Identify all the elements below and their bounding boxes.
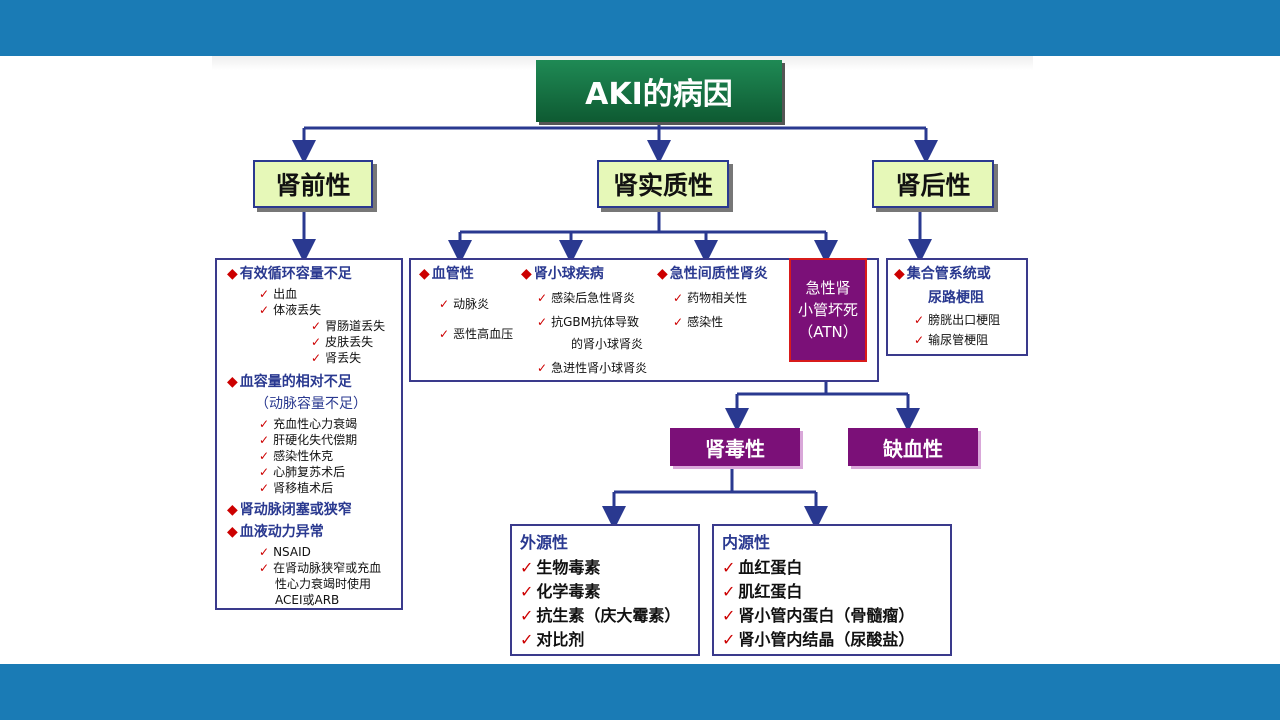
ischemic-box: 缺血性 xyxy=(848,428,978,466)
postrenal-heading-2: 尿路梗阻 xyxy=(928,290,984,306)
prerenal-heading-2: ◆血容量的相对不足 xyxy=(227,374,352,390)
top-band xyxy=(0,0,1280,56)
nephrotoxic-box: 肾毒性 xyxy=(670,428,800,466)
diamond-bullet-icon: ◆ xyxy=(894,266,905,282)
endogenous-panel: 内源性 ✓血红蛋白 ✓肌红蛋白 ✓肾小管内蛋白（骨髓瘤） ✓肾小管内结晶（尿酸盐… xyxy=(712,524,952,656)
atn-line: （ATN） xyxy=(798,323,858,341)
glomerular-item-cont: 的肾小球肾炎 xyxy=(571,337,644,351)
postrenal-item: ✓膀胱出口梗阻 xyxy=(914,313,1001,327)
check-icon: ✓ xyxy=(259,287,270,301)
prerenal-subitem: ✓胃肠道丢失 xyxy=(311,319,386,333)
glomerular-heading: ◆肾小球疾病 xyxy=(521,266,604,282)
check-icon: ✓ xyxy=(259,561,270,575)
check-icon: ✓ xyxy=(311,335,322,349)
check-icon: ✓ xyxy=(520,582,534,601)
exogenous-panel: 外源性 ✓生物毒素 ✓化学毒素 ✓抗生素（庆大霉素） ✓对比剂 xyxy=(510,524,700,656)
prerenal-item: ✓体液丢失 xyxy=(259,303,322,317)
diamond-bullet-icon: ◆ xyxy=(227,374,238,390)
bottom-band xyxy=(0,664,1280,720)
prerenal-subitem: ✓皮肤丢失 xyxy=(311,335,374,349)
check-icon: ✓ xyxy=(914,333,925,347)
vascular-heading: ◆血管性 xyxy=(419,266,474,282)
diamond-bullet-icon: ◆ xyxy=(227,502,238,518)
check-icon: ✓ xyxy=(259,303,270,317)
check-icon: ✓ xyxy=(722,582,736,601)
diamond-bullet-icon: ◆ xyxy=(419,266,430,282)
exogenous-item: ✓生物毒素 xyxy=(520,558,601,577)
prerenal-item: ✓肾移植术后 xyxy=(259,481,334,495)
interstitial-item: ✓感染性 xyxy=(673,315,724,329)
glomerular-item: ✓抗GBM抗体导致 xyxy=(537,315,639,329)
check-icon: ✓ xyxy=(259,449,270,463)
prerenal-item-cont: ACEI或ARB xyxy=(275,593,340,607)
prerenal-item: ✓在肾动脉狭窄或充血 xyxy=(259,561,382,575)
check-icon: ✓ xyxy=(520,606,534,625)
prerenal-item: ✓充血性心力衰竭 xyxy=(259,417,358,431)
prerenal-item: ✓心肺复苏术后 xyxy=(259,465,346,479)
prerenal-item: ✓出血 xyxy=(259,287,298,301)
postrenal-heading: ◆集合管系统或 xyxy=(894,266,991,282)
diamond-bullet-icon: ◆ xyxy=(227,524,238,540)
check-icon: ✓ xyxy=(722,630,736,649)
check-icon: ✓ xyxy=(673,291,684,305)
endogenous-item: ✓血红蛋白 xyxy=(722,558,803,577)
check-icon: ✓ xyxy=(722,606,736,625)
category-prerenal: 肾前性 xyxy=(253,160,373,208)
endogenous-item: ✓肾小管内蛋白（骨髓瘤） xyxy=(722,606,915,625)
check-icon: ✓ xyxy=(520,630,534,649)
prerenal-panel: ◆有效循环容量不足 ✓出血 ✓体液丢失 ✓胃肠道丢失 ✓皮肤丢失 ✓肾丢失 ◆血… xyxy=(215,258,403,610)
check-icon: ✓ xyxy=(311,319,322,333)
category-postrenal: 肾后性 xyxy=(872,160,994,208)
atn-line: 小管坏死 xyxy=(797,301,858,319)
interstitial-heading: ◆急性间质性肾炎 xyxy=(657,266,768,282)
prerenal-heading-1: ◆有效循环容量不足 xyxy=(227,266,352,282)
interstitial-item: ✓药物相关性 xyxy=(673,291,748,305)
atn-box: 急性肾 小管坏死 （ATN） xyxy=(789,258,867,362)
check-icon: ✓ xyxy=(259,417,270,431)
prerenal-heading-2-sub: （动脉容量不足） xyxy=(255,396,367,412)
prerenal-heading-4: ◆血液动力异常 xyxy=(227,524,324,540)
atn-line: 急性肾 xyxy=(805,279,851,297)
check-icon: ✓ xyxy=(259,545,270,559)
vascular-item: ✓动脉炎 xyxy=(439,297,490,311)
postrenal-panel: ◆集合管系统或 尿路梗阻 ✓膀胱出口梗阻 ✓输尿管梗阻 xyxy=(886,258,1028,356)
check-icon: ✓ xyxy=(537,361,548,375)
prerenal-item: ✓NSAID xyxy=(259,545,311,559)
category-intrinsic: 肾实质性 xyxy=(597,160,729,208)
check-icon: ✓ xyxy=(259,433,270,447)
check-icon: ✓ xyxy=(537,291,548,305)
check-icon: ✓ xyxy=(311,351,322,365)
exogenous-item: ✓化学毒素 xyxy=(520,582,601,601)
check-icon: ✓ xyxy=(722,558,736,577)
glomerular-item: ✓急进性肾小球肾炎 xyxy=(537,361,648,375)
prerenal-heading-3: ◆肾动脉闭塞或狭窄 xyxy=(227,502,352,518)
check-icon: ✓ xyxy=(520,558,534,577)
vascular-item: ✓恶性高血压 xyxy=(439,327,514,341)
endogenous-item: ✓肌红蛋白 xyxy=(722,582,803,601)
check-icon: ✓ xyxy=(439,297,450,311)
prerenal-subitem: ✓肾丢失 xyxy=(311,351,362,365)
postrenal-item: ✓输尿管梗阻 xyxy=(914,333,989,347)
exogenous-heading: 外源性 xyxy=(520,533,569,552)
exogenous-item: ✓抗生素（庆大霉素） xyxy=(520,606,681,625)
endogenous-item: ✓肾小管内结晶（尿酸盐） xyxy=(722,630,915,649)
diagram-title: AKI的病因 xyxy=(536,60,782,122)
exogenous-item: ✓对比剂 xyxy=(520,630,585,649)
diamond-bullet-icon: ◆ xyxy=(521,266,532,282)
prerenal-item-cont: 性心力衰竭时使用 xyxy=(275,577,372,591)
check-icon: ✓ xyxy=(259,465,270,479)
diamond-bullet-icon: ◆ xyxy=(227,266,238,282)
check-icon: ✓ xyxy=(259,481,270,495)
check-icon: ✓ xyxy=(439,327,450,341)
check-icon: ✓ xyxy=(537,315,548,329)
diamond-bullet-icon: ◆ xyxy=(657,266,668,282)
check-icon: ✓ xyxy=(914,313,925,327)
check-icon: ✓ xyxy=(673,315,684,329)
endogenous-heading: 内源性 xyxy=(722,533,771,552)
prerenal-item: ✓肝硬化失代偿期 xyxy=(259,433,358,447)
glomerular-item: ✓感染后急性肾炎 xyxy=(537,291,636,305)
prerenal-item: ✓感染性休克 xyxy=(259,449,334,463)
